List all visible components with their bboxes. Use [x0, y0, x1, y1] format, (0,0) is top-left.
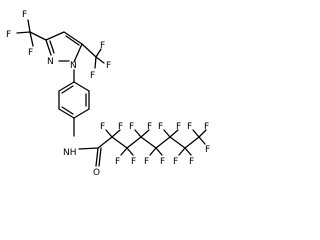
atom-f: F: [28, 48, 33, 58]
atom-f: F: [106, 61, 111, 71]
atom-n-pyrazole: N: [47, 57, 54, 67]
atom-f: F: [204, 122, 209, 132]
atom-f: F: [189, 157, 194, 167]
atom-f: F: [176, 122, 181, 132]
pyrazole-ring: N N: [45, 31, 83, 71]
atom-f: F: [100, 122, 105, 132]
atom-f: F: [160, 157, 165, 167]
atom-f: F: [6, 30, 11, 40]
atom-f: F: [90, 71, 95, 81]
perfluoro-chain: F F F F F F F F F F F F F F F: [97, 122, 210, 167]
atom-f: F: [144, 157, 149, 167]
structure-canvas: F F F N N F F F: [6, 10, 210, 178]
atom-f: F: [131, 157, 136, 167]
atom-f: F: [187, 122, 192, 132]
cf3-group-left: F F F: [6, 10, 47, 58]
structure-diagram: F F F N N F F F: [6, 10, 210, 178]
atom-f: F: [205, 145, 210, 155]
benzene-ring: [58, 81, 90, 119]
atom-o: O: [93, 168, 100, 178]
cf3-group-right: F F F: [81, 41, 111, 81]
atom-f: F: [158, 122, 163, 132]
atom-nh: NH: [63, 148, 77, 158]
atom-f: F: [118, 122, 123, 132]
atom-f: F: [100, 41, 105, 51]
atom-f: F: [115, 157, 120, 167]
amide-group: NH O: [63, 117, 102, 178]
atom-f: F: [22, 10, 27, 20]
atom-f: F: [173, 157, 178, 167]
atom-f: F: [129, 122, 134, 132]
atom-n-pyrazole: N: [70, 61, 77, 71]
atom-f: F: [147, 122, 152, 132]
